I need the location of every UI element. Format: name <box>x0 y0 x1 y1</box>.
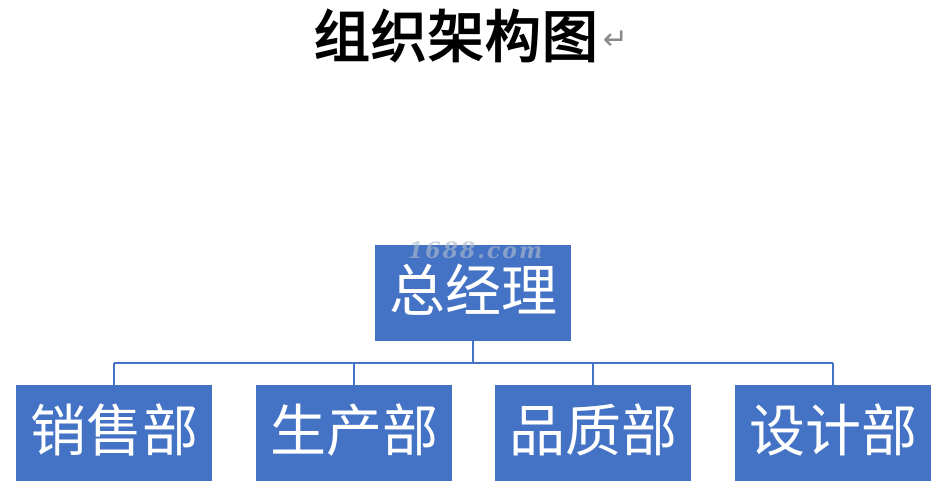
org-node-label: 设计部 <box>749 400 917 465</box>
org-node-child-4[interactable]: 设计部 <box>735 385 931 481</box>
title-row: 组织架构图↵ <box>0 6 942 72</box>
org-node-label: 生产部 <box>270 400 438 465</box>
watermark: 1688.com <box>408 238 545 264</box>
org-node-child-2[interactable]: 生产部 <box>256 385 452 481</box>
org-node-child-3[interactable]: 品质部 <box>495 385 691 481</box>
org-node-child-1[interactable]: 销售部 <box>16 385 212 481</box>
org-node-label: 品质部 <box>509 400 677 465</box>
org-node-label: 总经理 <box>389 260 557 325</box>
org-node-root[interactable]: 总经理 <box>375 245 571 341</box>
paragraph-mark-icon: ↵ <box>602 21 629 57</box>
org-node-label: 销售部 <box>30 400 198 465</box>
page-title: 组织架构图 <box>313 6 599 71</box>
